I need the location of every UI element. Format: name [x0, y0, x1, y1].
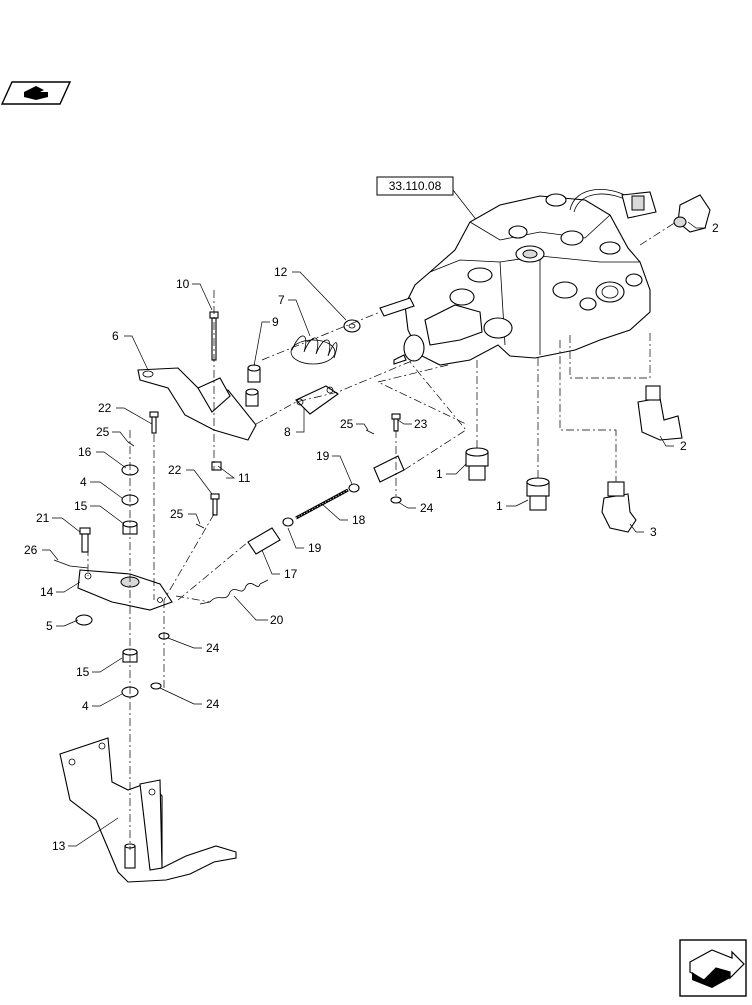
callout-7: 7	[278, 293, 285, 307]
callout-19-lower: 19	[308, 541, 322, 555]
callout-18: 18	[352, 513, 366, 527]
callout-22-lower: 22	[168, 463, 182, 477]
callout-2-lower: 2	[680, 439, 687, 453]
fitting-1-left	[465, 447, 489, 481]
callout-14: 14	[40, 585, 54, 599]
pressure-sensor	[673, 194, 711, 233]
book-navigation-icon[interactable]	[0, 81, 72, 105]
leader-lines	[42, 221, 706, 847]
callout-5: 5	[46, 619, 53, 633]
callout-24-a: 24	[206, 641, 220, 655]
callout-24-b: 24	[206, 697, 220, 711]
bracket-13	[59, 737, 237, 883]
link-plate-8	[295, 385, 339, 415]
washer-24c	[390, 496, 402, 504]
clevis-17	[247, 527, 281, 555]
callout-17: 17	[284, 567, 298, 581]
callout-11: 11	[238, 471, 251, 485]
cotter-25a	[127, 441, 135, 447]
callout-15-upper: 15	[74, 499, 88, 513]
callout-4-lower: 4	[82, 699, 89, 713]
control-valve-body	[379, 189, 657, 366]
callout-24-c: 24	[420, 501, 434, 515]
callout-22-upper: 22	[98, 401, 112, 415]
callout-25-upper: 25	[96, 425, 110, 439]
callout-1-right: 1	[496, 499, 503, 513]
callout-25-right: 25	[340, 417, 354, 431]
elbow-fitting-2	[637, 385, 683, 441]
next-page-arrow-icon[interactable]	[679, 939, 747, 997]
callout-13: 13	[52, 839, 66, 853]
bushings-9	[245, 364, 261, 407]
callout-21: 21	[36, 511, 50, 525]
callout-19-upper: 19	[316, 449, 330, 463]
callout-4-upper: 4	[80, 475, 87, 489]
callout-20: 20	[270, 613, 284, 627]
bolt-10	[209, 311, 219, 361]
pin-21	[79, 527, 91, 553]
callout-26: 26	[24, 543, 38, 557]
washer-5	[75, 614, 93, 626]
lever-6	[137, 367, 257, 441]
callout-labels: 10 12 7 9 6 22 25 16 4 15 21 26 14 5 15 …	[24, 221, 719, 853]
nut-11	[211, 461, 222, 471]
elbow-fitting-3	[601, 481, 637, 533]
washer-24b	[150, 682, 162, 690]
nut-19-lower	[282, 517, 294, 527]
pin-22-upper	[149, 411, 159, 434]
spring-20	[199, 579, 269, 605]
callout-25-lower: 25	[170, 507, 184, 521]
reference-label: 33.110.08	[389, 179, 442, 193]
spring-7	[290, 335, 338, 365]
callout-3: 3	[650, 525, 657, 539]
reference-link-box[interactable]: 33.110.08	[376, 176, 479, 223]
cotter-25b	[195, 523, 205, 529]
pin-23	[391, 413, 401, 432]
callout-1-left: 1	[436, 467, 443, 481]
fitting-1-right	[526, 477, 550, 511]
callout-10: 10	[176, 277, 190, 291]
callout-9: 9	[272, 315, 279, 329]
callout-6: 6	[112, 329, 119, 343]
callout-23: 23	[414, 417, 428, 431]
cotter-25c	[365, 429, 375, 435]
callout-12: 12	[274, 265, 288, 279]
pin-22-lower	[210, 493, 220, 516]
cotter-26	[53, 559, 89, 569]
lever-14	[77, 569, 173, 611]
callout-15-lower: 15	[76, 665, 90, 679]
washer-12	[343, 319, 361, 333]
callout-8: 8	[284, 425, 291, 439]
callout-16: 16	[78, 445, 92, 459]
callout-2-upper: 2	[712, 221, 719, 235]
